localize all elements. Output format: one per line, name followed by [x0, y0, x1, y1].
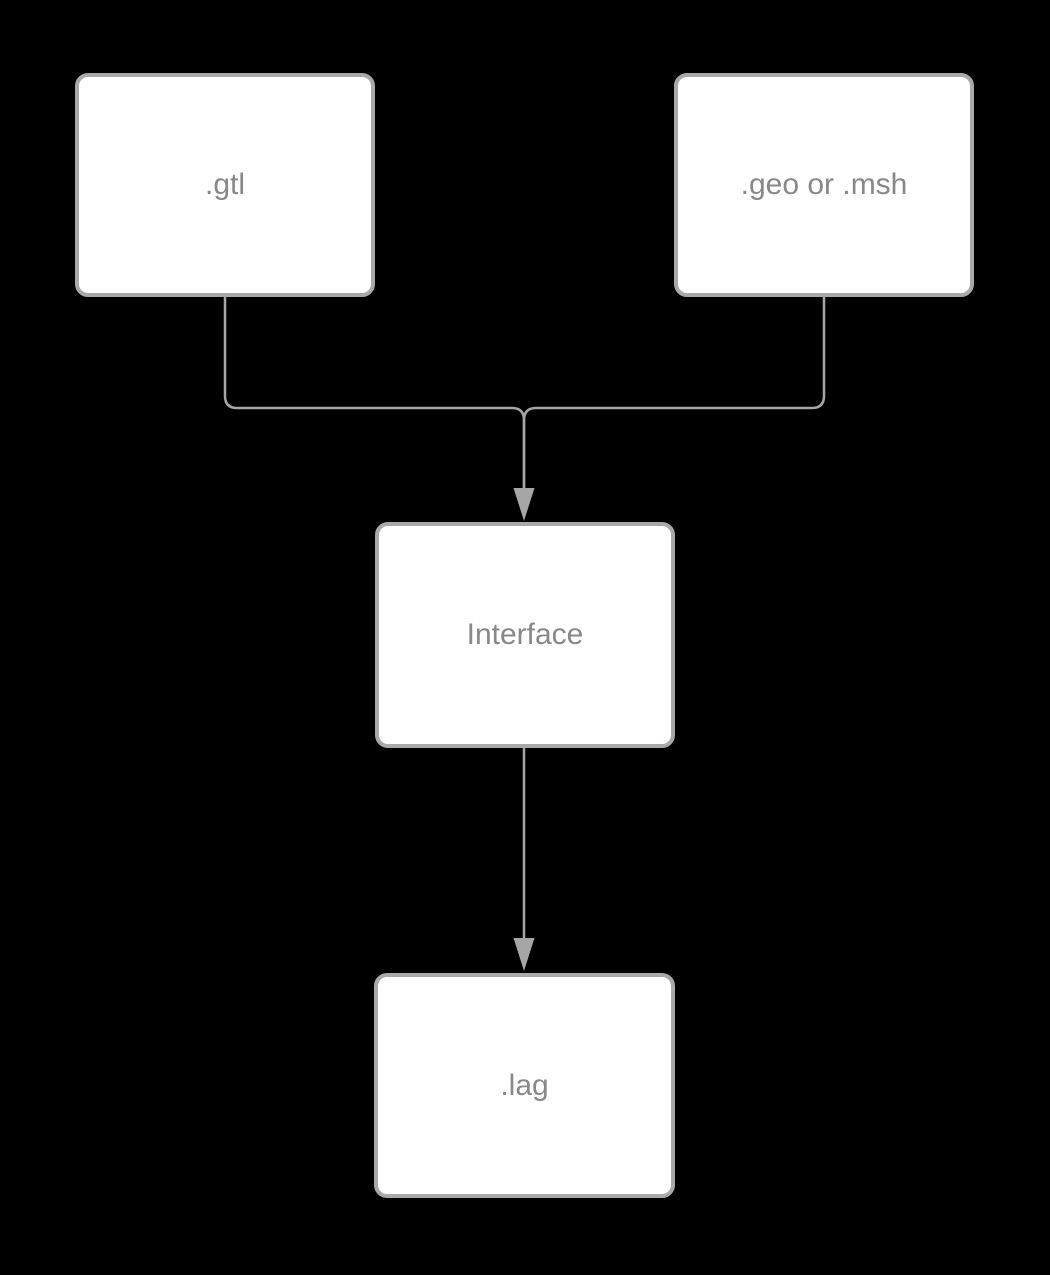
node-interface-label: Interface [466, 618, 584, 651]
node-lag: .lag [374, 973, 675, 1198]
node-geo-or-msh-label: .geo or .msh [740, 168, 908, 201]
edge-geo-to-interface [522, 297, 826, 490]
node-geo-or-msh: .geo or .msh [674, 73, 974, 297]
edge-gtl-to-interface [223, 297, 526, 490]
node-gtl: .gtl [75, 73, 375, 297]
node-lag-label: .lag [500, 1068, 549, 1102]
node-gtl-label: .gtl [204, 168, 246, 201]
arrowhead-into-interface [513, 488, 535, 521]
arrowhead-into-lag [513, 938, 535, 971]
node-interface: Interface [375, 522, 675, 748]
